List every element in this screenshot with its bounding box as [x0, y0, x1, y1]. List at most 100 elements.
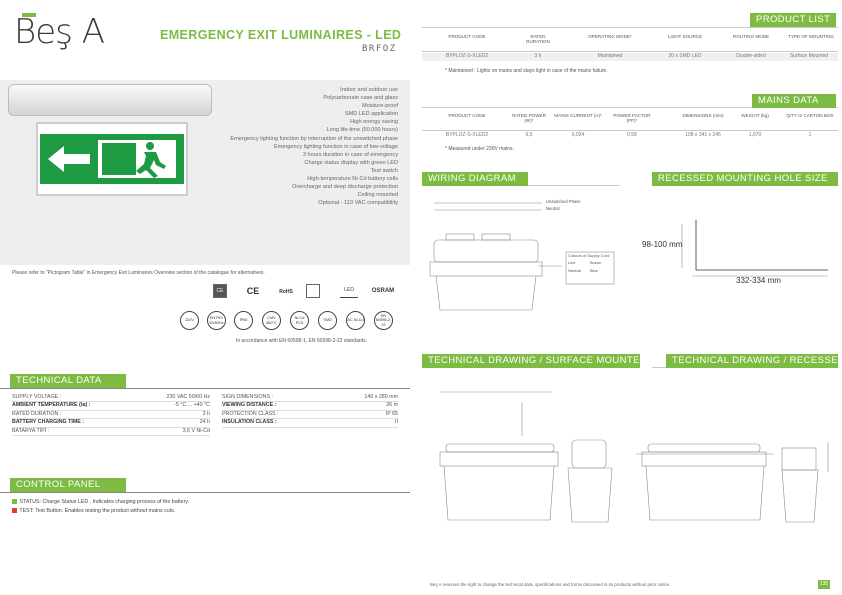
table-header: TYPE OF MOUNTING	[788, 34, 834, 39]
spec-label: BATTERY CHARGING TIME :	[12, 419, 84, 426]
status-led-text: STATUS: Charge Status LED . Indicates ch…	[19, 499, 190, 505]
feature-item: 3 hours duration in case of emergency	[302, 151, 398, 158]
spec-label: VIEWING DISTANCE :	[222, 402, 277, 409]
supply-cord-title: Colours of Supply Cord	[568, 253, 610, 258]
table-cell: 1,070	[748, 132, 762, 138]
en-standard-icon: EN 60598-2-22	[374, 311, 393, 330]
control-panel-rule	[0, 492, 410, 493]
spec-label: PROTECTION CLASS :	[222, 410, 279, 417]
feature-item: Ceiling mounted	[357, 192, 398, 199]
feature-item: Overcharge and deep discharge protection	[291, 184, 398, 191]
page-number: 135	[818, 580, 830, 589]
glow-wire-icon: CMV 850°C	[262, 311, 281, 330]
spec-row: SUPPLY VOLTAGE : 230 VAC 50/60 Hz	[12, 394, 210, 403]
table-cell: 0,034	[571, 132, 585, 138]
table-header: OPERATING MODE*	[588, 34, 632, 39]
logo-accent-bar	[22, 13, 36, 17]
spec-value: 24 h	[199, 419, 210, 426]
feature-item: Charge status display with green LED	[304, 159, 398, 166]
recessed-height-label: 98-100 mm	[642, 240, 683, 249]
surface-mounted-drawing	[439, 391, 613, 523]
spec-label: SUPPLY VOLTAGE :	[12, 394, 62, 400]
spec-value: 26 m	[386, 402, 398, 409]
recessed-hole-drawing	[681, 220, 828, 277]
rohs-icon: RoHS	[279, 289, 293, 295]
spec-value: II	[395, 419, 398, 426]
supply-cord-brown: Brown	[590, 260, 602, 265]
status-led-item: STATUS: Charge Status LED . Indicates ch…	[12, 499, 189, 505]
table-cell: 0,58	[627, 132, 637, 138]
technical-data-heading: TECHNICAL DATA	[10, 374, 126, 388]
ce-mark-icon: CE	[246, 286, 260, 296]
table-cell: Maintained	[597, 53, 623, 59]
footer-disclaimer: Beş A reserves the right to change the t…	[430, 582, 671, 587]
table-header: LIGHT SOURCE	[667, 34, 703, 39]
table-header: PRODUCT CODE	[448, 34, 486, 39]
feature-item: Long life-time (50.000 hours)	[326, 127, 398, 134]
technical-data-right: SIGN DIMENSIONS : 140 x 280 mm VIEWING D…	[222, 394, 398, 428]
feature-item: High-temperature Ni-Cd battery cells	[307, 176, 398, 183]
table-header: MAINS CURRENT (A)*	[554, 113, 602, 118]
supply-cord-blue: Blue	[590, 268, 599, 273]
feature-item: Optional - 110 VAC compatibility	[318, 200, 398, 207]
spec-value: IP 65	[385, 410, 398, 417]
table-cell: 6,5	[525, 132, 533, 138]
wiring-diagram-heading: WIRING DIAGRAM	[422, 172, 528, 186]
mains-data-heading: MAINS DATA	[752, 94, 836, 108]
supply-cord-line: Line	[568, 260, 576, 265]
exit-arrow-running-man-icon	[48, 140, 176, 178]
test-button-text: TEST: Test Button. Enables testing the p…	[19, 508, 176, 514]
spec-label: BATARYA TİPİ :	[12, 427, 50, 434]
recessed-width-label: 332-334 mm	[736, 276, 781, 285]
feature-item: High energy saving	[350, 119, 398, 126]
feature-item: Emergency lighting function in case of l…	[273, 143, 398, 150]
mains-data-rule	[422, 107, 838, 108]
pictogram-note: Please refer to "Pictogram Table" in Eme…	[12, 270, 265, 276]
spec-row: BATARYA TİPİ : 3,6 V Ni-Cd	[12, 428, 210, 436]
spec-label: RATED DURATION :	[12, 410, 62, 417]
spec-value: 230 VAC 50/60 Hz	[166, 394, 210, 400]
table-header: POWER FACTOR (PF)*	[613, 113, 651, 124]
voltage-220v-icon: 220V	[180, 311, 199, 330]
spec-row: AMBIENT TEMPERATURE (ta) : -5 °C ... +40…	[12, 402, 210, 411]
table-cell: Double-sided	[736, 53, 766, 59]
spec-label: AMBIENT TEMPERATURE (ta) :	[12, 402, 91, 409]
product-list-heading: PRODUCT LIST	[750, 13, 836, 27]
mains-data-row-rule	[422, 130, 838, 131]
feature-item: Moisture-proof	[361, 103, 398, 110]
table-row: BYPLOZ-S-XLED2 3 h Maintained 20 x SMD L…	[422, 53, 838, 61]
table-row: BYPLOZ-S-XLED2 6,5 0,034 0,58 108 x 341 …	[422, 132, 838, 140]
table-cell: 20 x SMD LED	[668, 53, 702, 59]
control-panel-list: STATUS: Charge Status LED . Indicates ch…	[12, 499, 189, 514]
product-title: EMERGENCY EXIT LUMINAIRES - LED	[160, 28, 402, 42]
table-cell: 1	[808, 132, 812, 138]
spec-value: 140 x 280 mm	[364, 394, 398, 400]
osram-logo-icon: OSRAM	[371, 288, 395, 294]
spec-value: 3,6 V Ni-Cd	[182, 427, 210, 434]
smd-icon: SMD	[318, 311, 337, 330]
spec-row: SIGN DIMENSIONS : 140 x 280 mm	[222, 394, 398, 403]
technical-data-left: SUPPLY VOLTAGE : 230 VAC 50/60 Hz AMBIEN…	[12, 394, 210, 436]
spec-row: VIEWING DISTANCE : 26 m	[222, 402, 398, 411]
recessed-mounted-drawing	[636, 442, 829, 523]
spec-row: RATED DURATION : 3 h	[12, 410, 210, 420]
surface-drawing-heading: TECHNICAL DRAWING / SURFACE MOUNTED	[422, 354, 647, 368]
wiring-label-phase: Unswitched Phase	[546, 199, 581, 204]
product-list-note: * Maintained : Lights on mains and stays…	[445, 68, 608, 74]
brand-logo: Beş A	[14, 12, 105, 52]
luminaire-body	[8, 84, 212, 116]
table-header: PRODUCT CODE	[448, 113, 486, 118]
feature-item: Indoor and outdoor use	[340, 87, 398, 93]
table-header: Q/TY In CARTON BOX	[786, 113, 834, 118]
frequency-icon: ENTRO 50/60Hz	[207, 311, 226, 330]
spec-label: INSULATION CLASS :	[222, 419, 277, 426]
standards-accordance: In accordance with EN 60598-1, EN 60598-…	[236, 338, 368, 344]
spec-value: 3 h	[202, 410, 210, 417]
feature-list: Indoor and outdoor use Polycarbonate cas…	[212, 86, 398, 207]
table-header: ROUTING MODE	[732, 34, 770, 39]
table-header: DIMENSIONS (mm)	[682, 113, 724, 118]
wiring-label-neutral: Neutral	[546, 206, 560, 211]
product-list-rule	[422, 27, 838, 28]
spec-value: -5 °C ... +40 °C	[174, 402, 210, 409]
recessed-hole-heading: RECESSED MOUNTING HOLE SIZE	[652, 172, 838, 186]
